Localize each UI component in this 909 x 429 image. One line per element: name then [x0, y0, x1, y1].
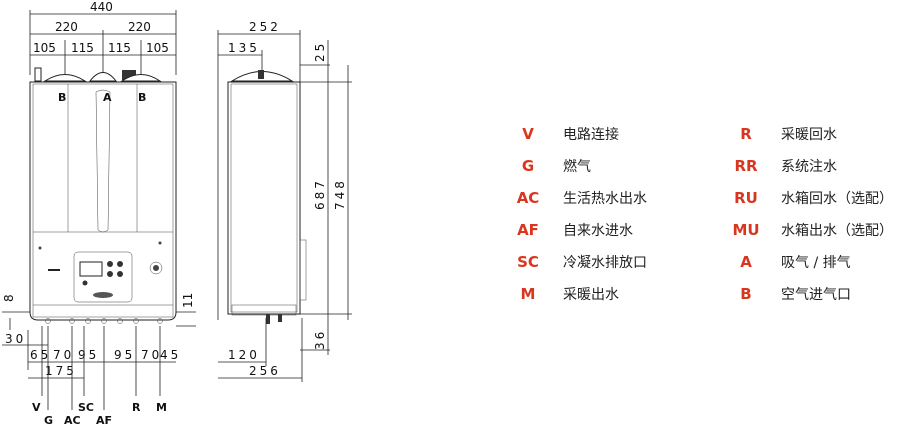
legend-desc: 采暖出水 [563, 287, 619, 303]
dim-11: 11 [181, 293, 195, 308]
legend-desc: 水箱出水（选配） [781, 223, 893, 239]
dim-offset-1: 65 [30, 348, 51, 362]
legend-item-AC: AC 生活热水出水 [505, 188, 647, 208]
dim-36: 36 [313, 329, 327, 350]
legend-code: A [740, 253, 752, 271]
label-AC: AC [64, 414, 81, 427]
dim-quarter-2: 115 [71, 41, 94, 55]
front-view: 440 220 220 105 115 115 105 B A B [2, 0, 196, 427]
label-AF: AF [96, 414, 112, 427]
label-B-left: B [58, 91, 66, 104]
dim-offset-3: 95 [78, 348, 99, 362]
label-G: G [44, 414, 53, 427]
legend-code: G [521, 157, 535, 175]
legend-code: AC [516, 189, 540, 207]
legend-desc: 系统注水 [781, 159, 837, 175]
legend-code: RR [734, 157, 758, 175]
legend-item-AF: AF 自来水进水 [505, 220, 633, 240]
legend-desc: 燃气 [563, 159, 591, 175]
legend-code: SC [517, 253, 539, 271]
dim-depth-bottom: 256 [249, 364, 281, 378]
legend-item-B: B 空气进气口 [723, 284, 851, 304]
label-V: V [32, 401, 41, 414]
legend-item-RU: RU 水箱回水（选配） [723, 188, 893, 208]
label-B-right: B [138, 91, 146, 104]
legend-code: AF [517, 221, 539, 239]
dim-offset-bottom: 120 [228, 348, 260, 362]
legend-desc: 电路连接 [563, 127, 619, 143]
legend-item-M: M 采暖出水 [505, 284, 619, 304]
dim-offset-6: 45 [160, 348, 181, 362]
label-A: A [103, 91, 112, 104]
dim-quarter-1: 105 [33, 41, 56, 55]
legend-item-A: A 吸气 / 排气 [723, 252, 851, 272]
legend-code: RU [734, 189, 758, 207]
dim-offset-top: 135 [228, 41, 260, 55]
legend-code: B [740, 285, 752, 303]
legend-item-G: G 燃气 [505, 156, 591, 176]
legend-desc: 生活热水出水 [563, 191, 647, 207]
label-SC: SC [78, 401, 94, 414]
legend-code: R [740, 125, 752, 143]
legend-code: V [522, 125, 534, 143]
dim-748: 748 [333, 178, 347, 210]
side-view: 252 135 25 687 748 36 120 [217, 20, 352, 382]
dim-half-right: 220 [128, 20, 151, 34]
legend-item-R: R 采暖回水 [723, 124, 837, 144]
legend-item-SC: SC 冷凝水排放口 [505, 252, 647, 272]
dim-offset-2: 70 [53, 348, 74, 362]
label-R: R [132, 401, 141, 414]
legend-desc: 自来水进水 [563, 223, 633, 239]
dim-175: 175 [45, 364, 77, 378]
dim-offset-5: 70 [141, 348, 162, 362]
dim-depth: 252 [249, 20, 281, 34]
dim-687: 687 [313, 178, 327, 210]
legend-desc: 冷凝水排放口 [563, 255, 647, 271]
dim-half-left: 220 [55, 20, 78, 34]
dim-25: 25 [313, 41, 327, 62]
dim-offset-4: 95 [114, 348, 135, 362]
legend-desc: 吸气 / 排气 [781, 255, 851, 271]
legend-item-RR: RR 系统注水 [723, 156, 837, 176]
dim-8: 8 [2, 294, 16, 302]
legend-desc: 空气进气口 [781, 287, 851, 303]
legend-item-MU: MU 水箱出水（选配） [723, 220, 893, 240]
dim-quarter-4: 105 [146, 41, 169, 55]
legend-desc: 水箱回水（选配） [781, 191, 893, 207]
dim-overall-width: 440 [90, 0, 113, 14]
dim-quarter-3: 115 [108, 41, 131, 55]
label-M: M [156, 401, 167, 414]
legend-code: M [520, 285, 536, 303]
legend-desc: 采暖回水 [781, 127, 837, 143]
dim-30: 30 [5, 332, 26, 346]
legend-code: MU [732, 221, 760, 239]
legend-item-V: V 电路连接 [505, 124, 619, 144]
